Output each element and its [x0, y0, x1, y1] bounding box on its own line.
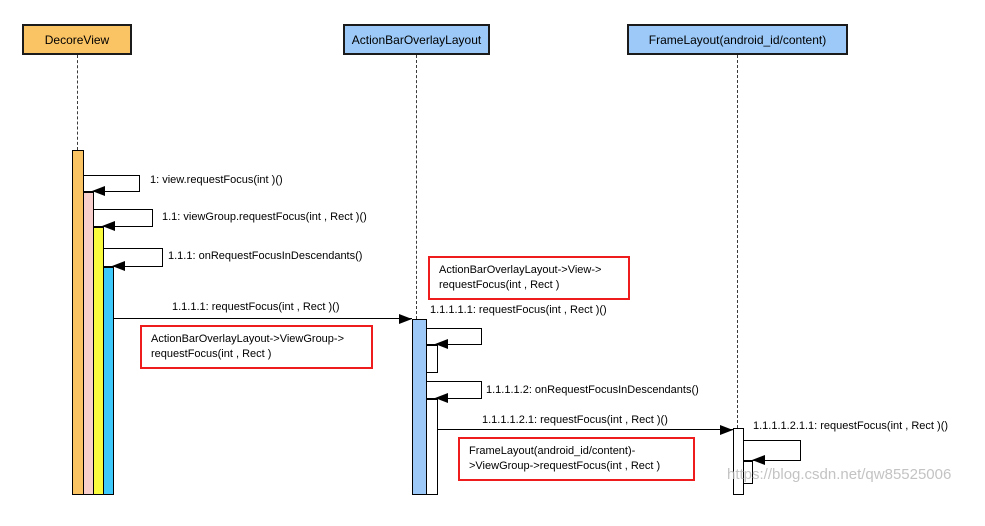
- self-call-loop-1-1: [93, 209, 153, 231]
- annotation-line: requestFocus(int , Rect ): [151, 348, 272, 360]
- activation-bar-framelayout-nested-1: [743, 461, 753, 484]
- annotation-line: >ViewGroup->requestFocus(int , Rect ): [469, 460, 661, 472]
- annotation-box-actionbar-viewgroup: ActionBarOverlayLayout->ViewGroup-> requ…: [140, 325, 373, 369]
- lifeline-actionbaroverlaylayout: [416, 55, 417, 319]
- lifeline-header-framelayout: FrameLayout(android_id/content): [627, 24, 848, 55]
- annotation-box-actionbar-view: ActionBarOverlayLayout->View-> requestFo…: [428, 256, 630, 300]
- self-call-arrowhead: [92, 186, 105, 196]
- lifeline-framelayout: [737, 55, 738, 428]
- self-call-arrowhead: [435, 393, 448, 403]
- message-arrow-1-1-1-1-2-1: [438, 425, 733, 435]
- watermark-text: https://blog.csdn.net/qw85525006: [727, 466, 952, 483]
- annotation-line: ActionBarOverlayLayout->ViewGroup->: [151, 333, 345, 345]
- activation-bar-actionbar-nested-1: [426, 345, 438, 373]
- message-label-1-1-1: 1.1.1: onRequestFocusInDescendants(): [168, 250, 363, 262]
- self-call-loop-1-1-1-1-2-1-1: [743, 440, 801, 465]
- message-label-1-1: 1.1: viewGroup.requestFocus(int , Rect )…: [162, 211, 367, 223]
- message-label-1-1-1-1-1: 1.1.1.1.1: requestFocus(int , Rect )(): [430, 304, 607, 316]
- lifeline-header-decoreview: DecoreView: [22, 24, 132, 55]
- message-arrow-1-1-1-1: [114, 314, 412, 324]
- self-call-loop-1-1-1-1-1: [426, 328, 482, 349]
- message-label-1-1-1-1-2-1-1: 1.1.1.1.2.1.1: requestFocus(int , Rect )…: [753, 420, 949, 432]
- self-call-arrowhead: [102, 221, 115, 231]
- self-call-arrowhead: [112, 261, 125, 271]
- self-call-arrowhead: [435, 339, 448, 349]
- message-arrowhead: [720, 425, 733, 435]
- message-label-1-1-1-1: 1.1.1.1: requestFocus(int , Rect )(): [172, 301, 340, 313]
- lifeline-decoreview: [77, 55, 78, 150]
- message-label-1-1-1-1-2-1: 1.1.1.1.2.1: requestFocus(int , Rect )(): [482, 414, 668, 426]
- message-label-1-1-1-1-2: 1.1.1.1.2: onRequestFocusInDescendants(): [486, 384, 699, 396]
- annotation-box-framelayout-viewgroup: FrameLayout(android_id/content)- >ViewGr…: [458, 437, 695, 481]
- annotation-line: FrameLayout(android_id/content)-: [469, 445, 636, 457]
- self-call-arrowhead: [752, 455, 765, 465]
- lifeline-header-actionbaroverlaylayout: ActionBarOverlayLayout: [343, 24, 490, 55]
- message-arrowhead: [399, 314, 412, 324]
- activation-bar-actionbar-main: [412, 319, 427, 495]
- annotation-line: requestFocus(int , Rect ): [439, 279, 560, 291]
- self-call-loop-1: [83, 175, 140, 196]
- activation-bar-actionbar-nested-2: [426, 399, 438, 495]
- activation-bar-decoreview-nested-3: [103, 267, 114, 495]
- message-label-1: 1: view.requestFocus(int )(): [150, 174, 283, 186]
- annotation-line: ActionBarOverlayLayout->View->: [439, 264, 602, 276]
- self-call-loop-1-1-1: [103, 248, 163, 271]
- self-call-loop-1-1-1-1-2: [426, 381, 482, 403]
